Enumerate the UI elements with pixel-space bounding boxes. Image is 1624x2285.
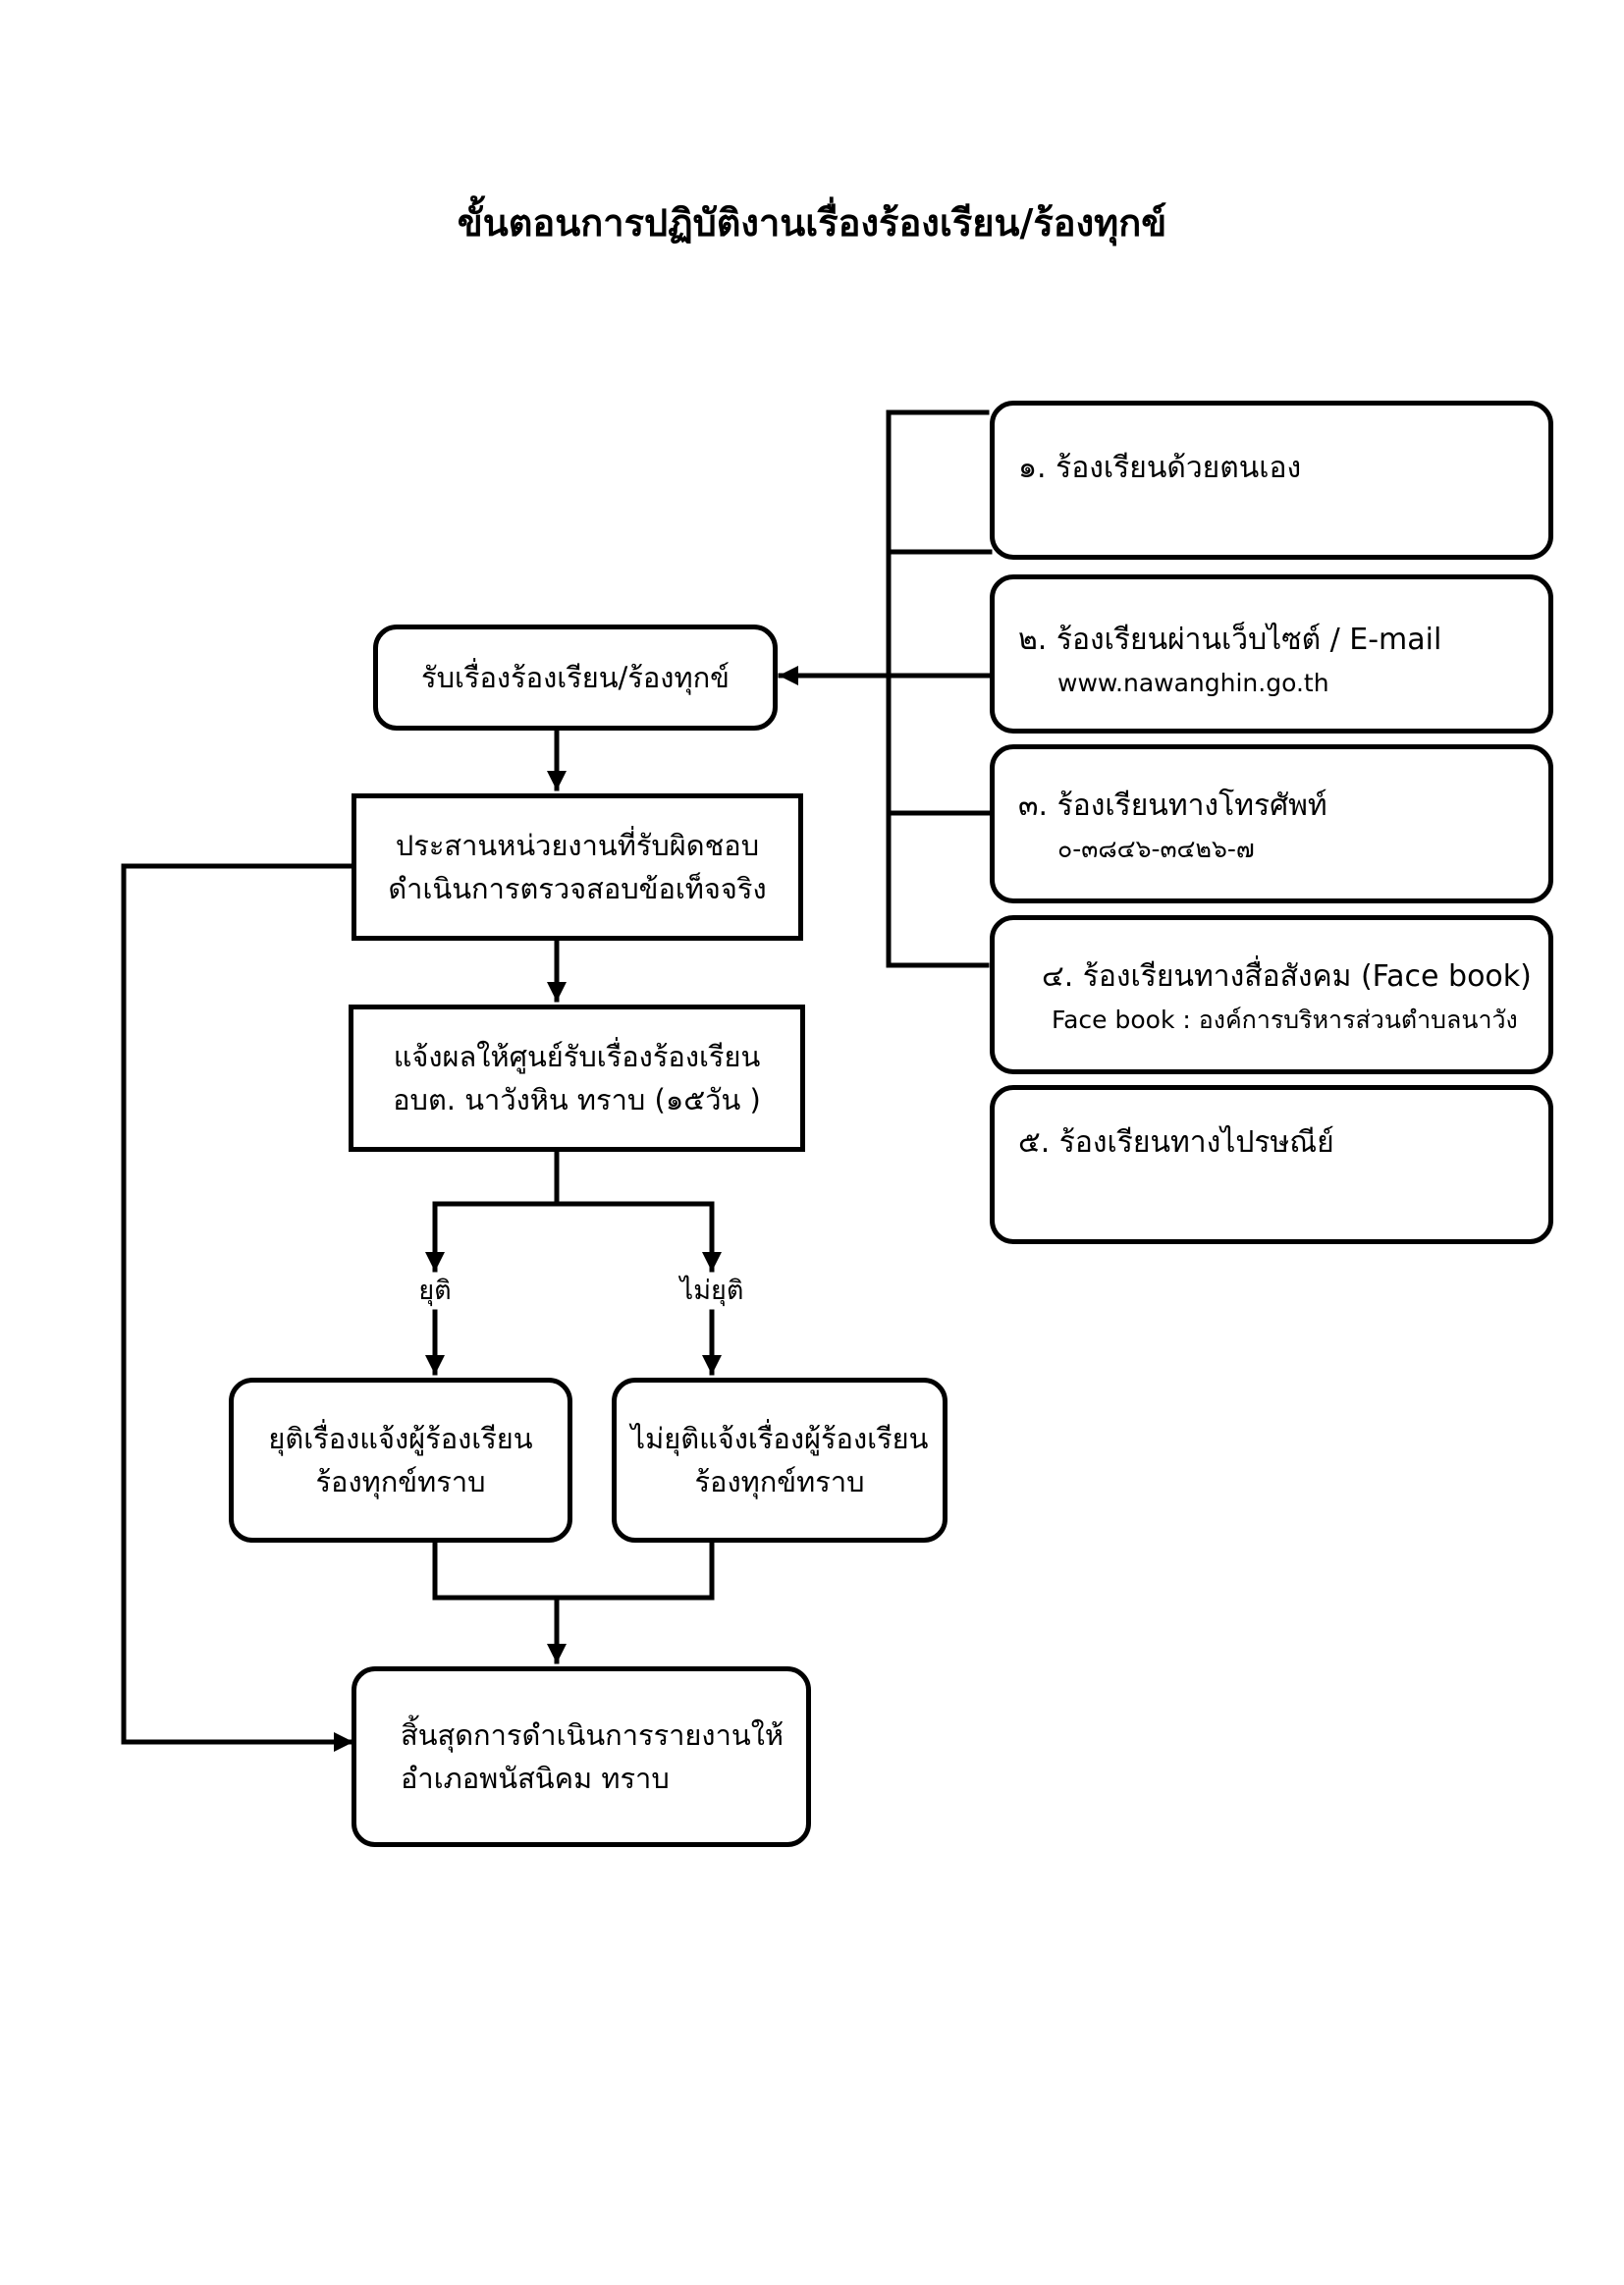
- channel-post: ๕. ร้องเรียนทางไปรษณีย์: [990, 1085, 1553, 1244]
- receive-complaint-box: รับเรื่องร้องเรียน/ร้องทุกข์: [373, 625, 778, 731]
- channel-4-label: ๔. ร้องเรียนทางสื่อสังคม (Face book): [1042, 959, 1532, 994]
- receive-complaint-text: รับเรื่องร้องเรียน/ร้องทุกข์: [421, 661, 730, 694]
- channel-4-facebook: Face book : องค์การบริหารส่วนตำบลนาวัง: [1052, 1006, 1518, 1034]
- resolved-line-1: ยุติเรื่องแจ้งผู้ร้องเรียน: [268, 1422, 533, 1455]
- channel-website-email: ๒. ร้องเรียนผ่านเว็บไซต์ / E-mail www.na…: [990, 574, 1553, 734]
- resolved-line-2: ร้องทุกข์ทราบ: [315, 1465, 486, 1498]
- channel-phone: ๓. ร้องเรียนทางโทรศัพท์ ๐-๓๘๔๖-๓๔๒๖-๗: [990, 744, 1553, 903]
- notify-line-1: แจ้งผลให้ศูนย์รับเรื่องร้องเรียน: [393, 1040, 761, 1073]
- channel-2-website: www.nawanghin.go.th: [1057, 669, 1329, 697]
- resolved-branch-label: ยุติ: [356, 1275, 514, 1308]
- channel-3-phone: ๐-๓๘๔๖-๓๔๒๖-๗: [1057, 835, 1255, 863]
- unresolved-line-2: ร้องทุกข์ทราบ: [694, 1465, 865, 1498]
- unresolved-box: ไม่ยุติแจ้งเรื่องผู้ร้องเรียน ร้องทุกข์ท…: [612, 1378, 947, 1543]
- end-line-1: สิ้นสุดการดำเนินการรายงานให้: [401, 1718, 784, 1752]
- end-line-2: อำเภอพนัสนิคม ทราบ: [401, 1762, 670, 1795]
- channel-5-label: ๕. ร้องเรียนทางไปรษณีย์: [1018, 1125, 1334, 1160]
- notify-line-2: อบต. นาวังหิน ทราบ (๑๕วัน ): [393, 1083, 761, 1116]
- notify-split-line: [432, 1146, 715, 1207]
- channel-3-label: ๓. ร้องเรียนทางโทรศัพท์: [1018, 789, 1327, 823]
- channel-in-person: ๑. ร้องเรียนด้วยตนเอง: [990, 401, 1553, 560]
- unresolved-branch-label: ไม่ยุติ: [633, 1275, 790, 1308]
- channels-bracket-line: [886, 409, 990, 968]
- coordinate-line-2: ดำเนินการตรวจสอบข้อเท็จจริง: [388, 872, 767, 905]
- unresolved-line-1: ไม่ยุติแจ้งเรื่องผู้ร้องเรียน: [630, 1422, 929, 1455]
- channel-2-label: ๒. ร้องเรียนผ่านเว็บไซต์ / E-mail: [1018, 623, 1442, 657]
- merge-line: [432, 1537, 715, 1601]
- channel-social-media: ๔. ร้องเรียนทางสื่อสังคม (Face book) Fac…: [990, 915, 1553, 1074]
- feedback-loop-arrow: [121, 863, 358, 1752]
- notify-result-box: แจ้งผลให้ศูนย์รับเรื่องร้องเรียน อบต. นา…: [349, 1005, 805, 1152]
- coordinate-agency-box: ประสานหน่วยงานที่รับผิดชอบ ดำเนินการตรวจ…: [352, 793, 803, 941]
- page-title: ขั้นตอนการปฏิบัติงานเรื่องร้องเรียน/ร้อง…: [457, 201, 1167, 245]
- coordinate-line-1: ประสานหน่วยงานที่รับผิดชอบ: [395, 829, 760, 862]
- end-process-box: สิ้นสุดการดำเนินการรายงานให้ อำเภอพนัสนิ…: [352, 1666, 811, 1847]
- resolved-box: ยุติเรื่องแจ้งผู้ร้องเรียน ร้องทุกข์ทราบ: [229, 1378, 572, 1543]
- channel-1-label: ๑. ร้องเรียนด้วยตนเอง: [1018, 451, 1302, 485]
